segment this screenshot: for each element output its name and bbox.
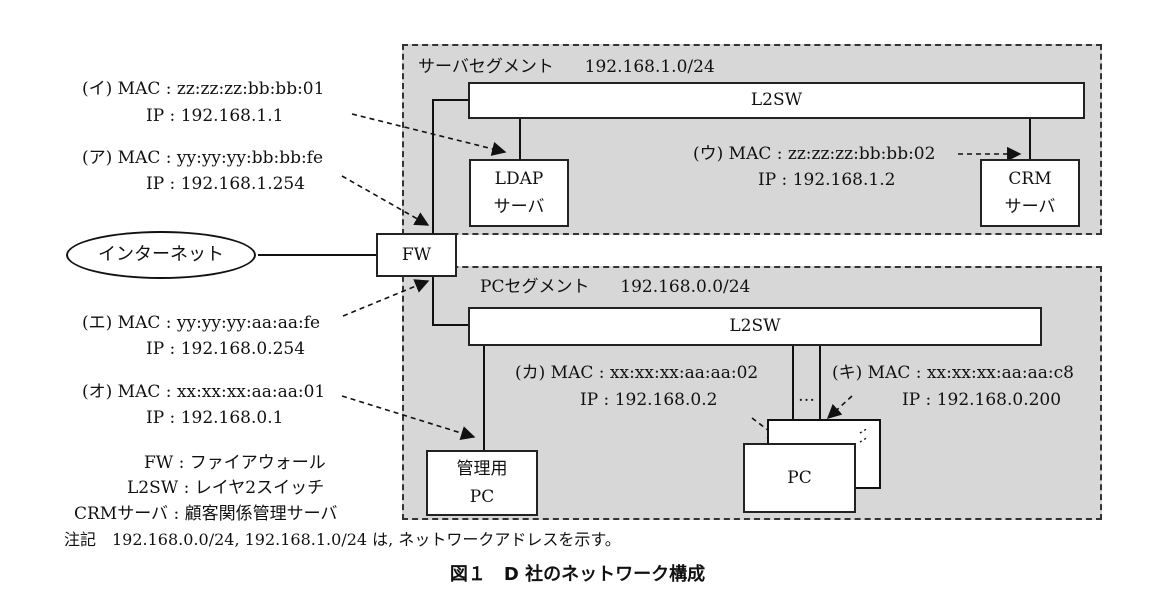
address-u-mac: (ウ) MAC : zz:zz:zz:bb:bb:02	[693, 144, 936, 164]
arrow-a	[341, 175, 430, 226]
address-a-ip: IP : 192.168.1.254	[146, 174, 306, 194]
l2sw-server-label: L2SW	[750, 90, 803, 110]
address-ka-mac: (カ) MAC : xx:xx:xx:aa:aa:02	[515, 363, 759, 383]
address-o-mac: (オ) MAC : xx:xx:xx:aa:aa:01	[82, 382, 326, 402]
address-i-ip: IP : 192.168.1.1	[146, 106, 284, 126]
crm-server-label-line2: サーバ	[1004, 197, 1056, 217]
arrow-i	[351, 113, 507, 156]
ldap-server-label-line2: サーバ	[493, 197, 545, 217]
crm-server-label-line1: CRM	[1008, 169, 1052, 189]
note: 注記 192.168.0.0/24, 192.168.1.0/24 は, ネット…	[64, 530, 621, 549]
pc-stack-dash	[859, 427, 869, 434]
legend-crm: CRMサーバ : 顧客関係管理サーバ	[74, 504, 338, 524]
server-segment-network: 192.168.1.0/24	[584, 57, 715, 77]
legend-fw: FW : ファイアウォール	[144, 453, 326, 473]
admin-pc-box: 管理用 PC	[426, 450, 538, 516]
pc-stack-dash	[859, 436, 869, 443]
link-fw-pc-l2sw	[432, 276, 470, 326]
legend-l2sw: L2SW : レイヤ2スイッチ	[127, 478, 325, 498]
address-o-ip: IP : 192.168.0.1	[146, 408, 284, 428]
figure-caption: 図１ D 社のネットワーク構成	[449, 564, 706, 585]
crm-server-box: CRM サーバ	[980, 159, 1080, 227]
pc-segment-name: PCセグメント	[480, 277, 590, 297]
address-ki-ip: IP : 192.168.0.200	[902, 390, 1062, 410]
admin-pc-label-line2: PC	[469, 487, 495, 507]
address-u-ip: IP : 192.168.1.2	[758, 170, 896, 190]
address-ki-mac: (キ) MAC : xx:xx:xx:aa:aa:c8	[832, 363, 1074, 383]
address-ka-ip: IP : 192.168.0.2	[580, 390, 718, 410]
admin-pc-label-line1: 管理用	[456, 459, 508, 479]
ldap-server-label-line1: LDAP	[494, 169, 544, 189]
l2sw-server-box: L2SW	[468, 82, 1085, 119]
fw-box: FW	[376, 233, 457, 277]
l2sw-pc-label: L2SW	[729, 316, 781, 336]
server-segment-title: サーバセグメント 192.168.1.0/24	[418, 57, 715, 77]
l2sw-pc-box: L2SW	[468, 307, 1042, 346]
pc-label: PC	[787, 468, 812, 488]
link-fw-server-l2sw	[432, 99, 470, 234]
internet-ellipse: インターネット	[66, 231, 256, 279]
address-e-mac: (エ) MAC : yy:yy:yy:aa:aa:fe	[82, 313, 321, 333]
fw-label: FW	[401, 245, 432, 265]
ldap-server-box: LDAP サーバ	[469, 159, 569, 227]
address-a-mac: (ア) MAC : yy:yy:yy:bb:bb:fe	[82, 148, 324, 168]
address-e-ip: IP : 192.168.0.254	[146, 339, 306, 359]
address-i-mac: (イ) MAC : zz:zz:zz:bb:bb:01	[82, 79, 325, 99]
pc-segment-title: PCセグメント 192.168.0.0/24	[480, 277, 750, 297]
arrow-ki	[826, 395, 853, 419]
internet-label: インターネット	[98, 244, 224, 265]
pc-box: PC	[743, 443, 856, 513]
pc-segment-network: 192.168.0.0/24	[620, 277, 751, 297]
arrow-o	[341, 395, 476, 441]
arrow-e	[342, 279, 430, 317]
server-segment-name: サーバセグメント	[418, 57, 554, 77]
pc-ellipsis: …	[798, 386, 815, 406]
